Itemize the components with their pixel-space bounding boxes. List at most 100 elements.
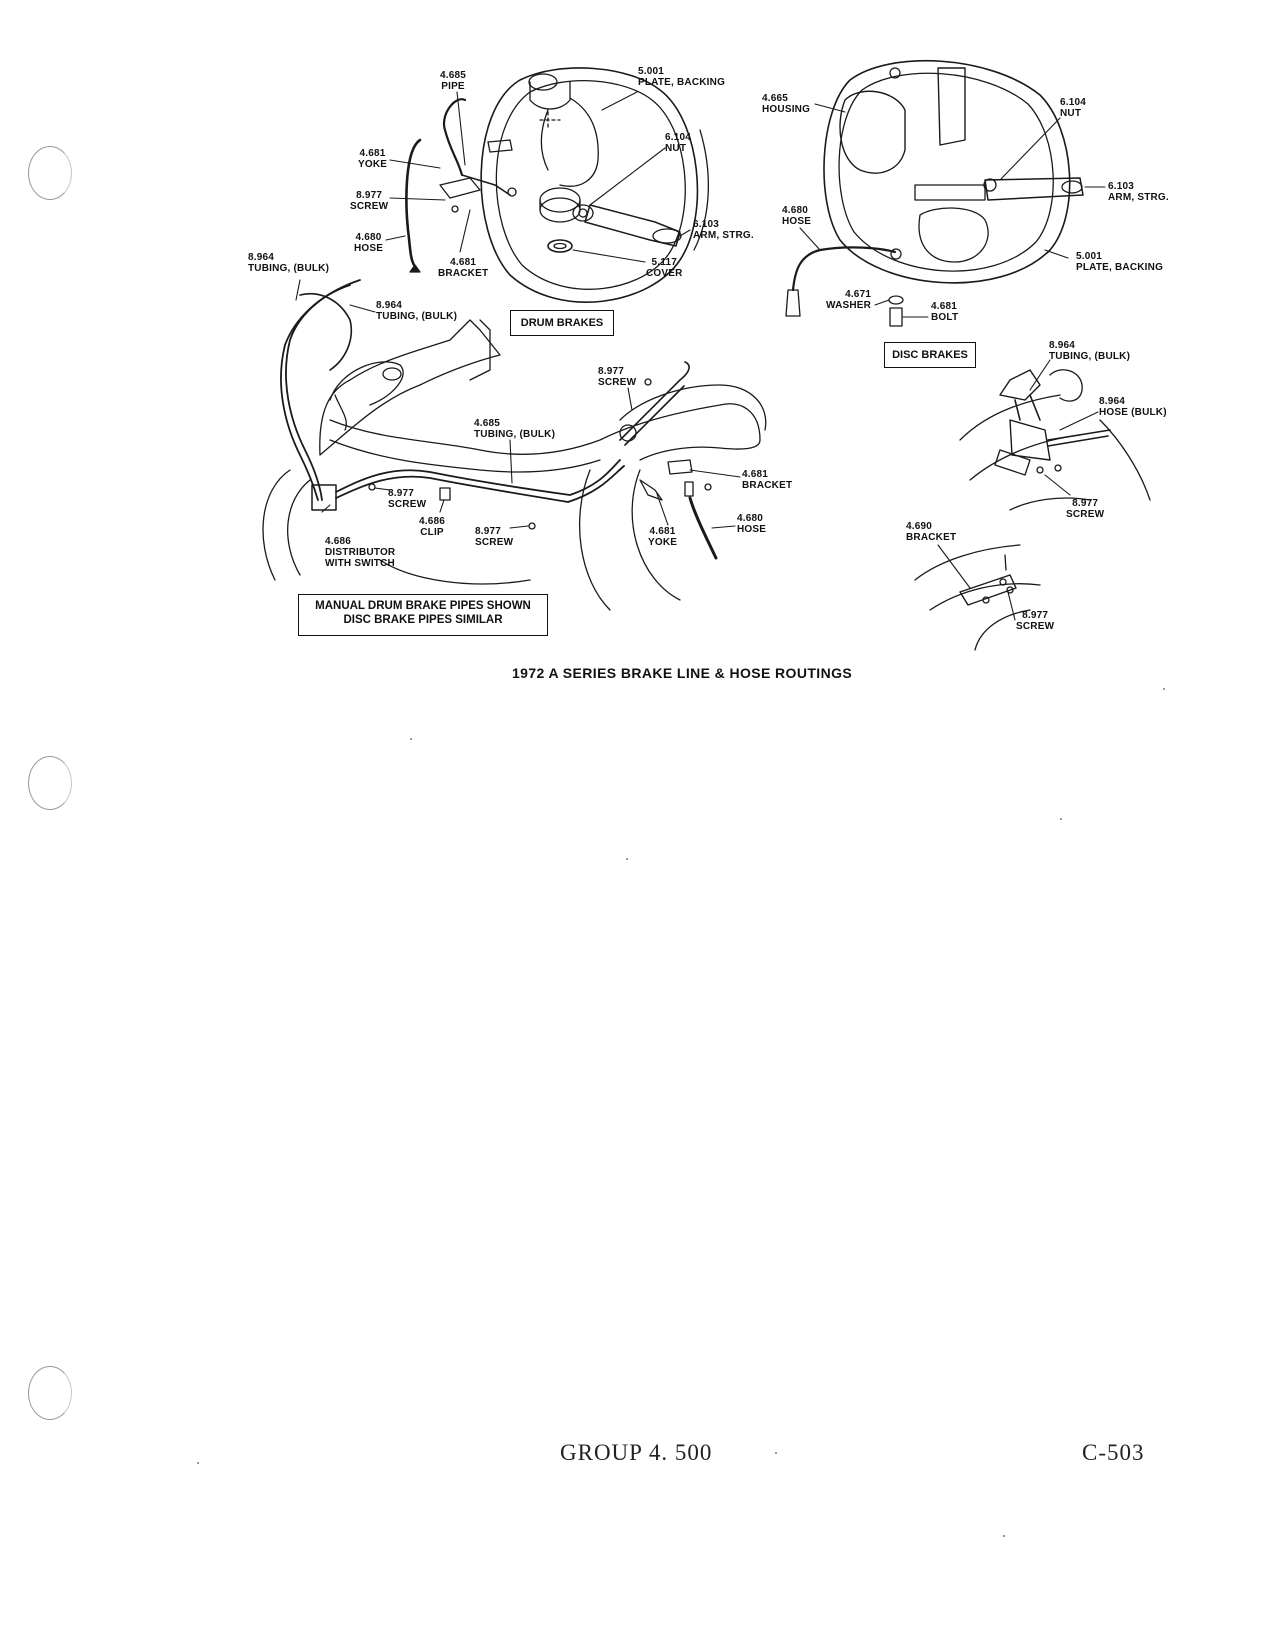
disc-label-backing-plate: 5.001 PLATE, BACKING (1076, 251, 1163, 273)
label-num: 8.964 (1049, 340, 1076, 351)
disc-label-bolt: 4.681 BOLT (931, 301, 958, 323)
label-name: SCREW (1066, 509, 1105, 520)
routing-label-bracket: 4.681 BRACKET (742, 469, 792, 491)
label-num: 6.104 (1060, 97, 1087, 108)
routing-label-tubing-main: 4.685 TUBING, (BULK) (474, 418, 555, 440)
label-name: SCREW (1016, 621, 1055, 632)
drum-label-backing-plate: 5.001 PLATE, BACKING (638, 66, 725, 88)
drum-label-steering-arm: 6.103 ARM, STRG. (693, 219, 754, 241)
routing-label-tubing-upper: 8.964 TUBING, (BULK) (376, 300, 457, 322)
label-num: 8.977 (598, 366, 625, 377)
label-num: 5.001 (638, 66, 665, 77)
label-num: 4.686 (419, 516, 446, 527)
label-num: 4.686 (325, 536, 352, 547)
scan-speck (775, 1452, 777, 1454)
label-name: BRACKET (906, 532, 957, 543)
label-num: 4.685 (474, 418, 501, 429)
label-num: 4.671 (845, 289, 872, 300)
binder-hole-top (28, 146, 72, 200)
drum-label-cover: 5.117 COVER (646, 257, 683, 279)
label-name: PIPE (441, 81, 465, 92)
group-number: GROUP 4. 500 (560, 1440, 713, 1465)
label-num: 6.103 (1108, 181, 1135, 192)
binder-hole-bottom (28, 1366, 72, 1420)
label-name: DISTRIBUTOR (325, 547, 396, 558)
label-num: 6.104 (665, 132, 692, 143)
label-num: 8.977 (1022, 610, 1049, 621)
label-num: 8.964 (376, 300, 403, 311)
label-num: 4.681 (359, 148, 386, 159)
scan-speck (626, 858, 628, 860)
label-num: 6.103 (693, 219, 720, 230)
label-name: CLIP (420, 527, 444, 538)
routing-label-hose: 4.680 HOSE (737, 513, 766, 535)
label-extra: WITH SWITCH (325, 558, 395, 569)
drum-label-yoke: 4.681 YOKE (358, 148, 387, 170)
label-num: 8.964 (248, 252, 275, 263)
label-num: 5.001 (1076, 251, 1103, 262)
label-name: HOSE (782, 216, 812, 227)
routing-label-screw-top: 8.977 SCREW (598, 366, 636, 388)
label-name: TUBING, (BULK) (376, 311, 458, 322)
manual-note-line1: MANUAL DRUM BRAKE PIPES SHOWN (315, 600, 531, 612)
label-name: HOUSING (762, 104, 811, 115)
detail-view-upper (959, 369, 1151, 511)
label-name: YOKE (358, 159, 388, 170)
manual-note-box: MANUAL DRUM BRAKE PIPES SHOWN DISC BRAKE… (298, 594, 548, 636)
binder-hole-middle (28, 756, 72, 810)
figure-title: 1972 A SERIES BRAKE LINE & HOSE ROUTINGS (512, 665, 853, 681)
label-name: SCREW (350, 201, 389, 212)
label-num: 4.665 (762, 93, 789, 104)
label-num: 8.977 (475, 526, 502, 537)
label-num: 4.690 (906, 521, 933, 532)
page-number: C-503 (1082, 1440, 1145, 1465)
label-num: 4.680 (355, 232, 382, 243)
disc-label-housing: 4.665 HOUSING (762, 93, 810, 115)
label-name: HOSE (BULK) (1099, 407, 1167, 418)
label-name: YOKE (648, 537, 678, 548)
drum-brakes-box: DRUM BRAKES (510, 310, 614, 336)
disc-brake-assembly (785, 60, 1084, 327)
detail-label-bracket: 4.690 BRACKET (906, 521, 956, 543)
disc-brakes-box: DISC BRAKES (884, 342, 976, 368)
scan-speck (1060, 818, 1062, 820)
label-name: NUT (1060, 108, 1082, 119)
label-num: 4.681 (450, 257, 477, 268)
label-num: 8.964 (1099, 396, 1126, 407)
label-name: SCREW (475, 537, 514, 548)
routing-label-distributor: 4.686 DISTRIBUTOR WITH SWITCH (325, 536, 395, 569)
manual-note-line2: DISC BRAKE PIPES SIMILAR (343, 614, 503, 626)
drum-label-screw: 8.977 SCREW (350, 190, 388, 212)
drum-label-pipe: 4.685 PIPE (440, 70, 466, 92)
routing-label-screw-mid: 8.977 SCREW (475, 526, 513, 548)
label-name: WASHER (826, 300, 872, 311)
label-name: HOSE (354, 243, 384, 254)
routing-label-screw-left: 8.977 SCREW (388, 488, 426, 510)
label-name: BRACKET (742, 480, 793, 491)
label-name: BOLT (931, 312, 959, 323)
routing-label-tubing-left: 8.964 TUBING, (BULK) (248, 252, 329, 274)
label-name: COVER (646, 268, 683, 279)
label-num: 8.977 (356, 190, 383, 201)
label-name: TUBING, (BULK) (248, 263, 330, 274)
routing-view (262, 279, 767, 611)
label-num: 4.681 (931, 301, 958, 312)
routing-label-yoke: 4.681 YOKE (648, 526, 677, 548)
scan-speck (1163, 688, 1165, 690)
label-name: BRACKET (438, 268, 489, 279)
drum-brake-assembly (405, 67, 709, 303)
detail-label-screw-lower: 8.977 SCREW (1016, 610, 1054, 632)
disc-brakes-label: DISC BRAKES (892, 349, 968, 361)
scan-speck (410, 738, 412, 740)
label-name: PLATE, BACKING (1076, 262, 1164, 273)
label-num: 8.977 (1072, 498, 1099, 509)
label-num: 4.681 (742, 469, 769, 480)
routing-label-clip: 4.686 CLIP (419, 516, 445, 538)
label-name: ARM, STRG. (1108, 192, 1169, 203)
label-name: NUT (665, 143, 687, 154)
disc-label-nut: 6.104 NUT (1060, 97, 1086, 119)
label-name: PLATE, BACKING (638, 77, 726, 88)
label-num: 8.977 (388, 488, 415, 499)
drum-label-hose: 4.680 HOSE (354, 232, 383, 254)
